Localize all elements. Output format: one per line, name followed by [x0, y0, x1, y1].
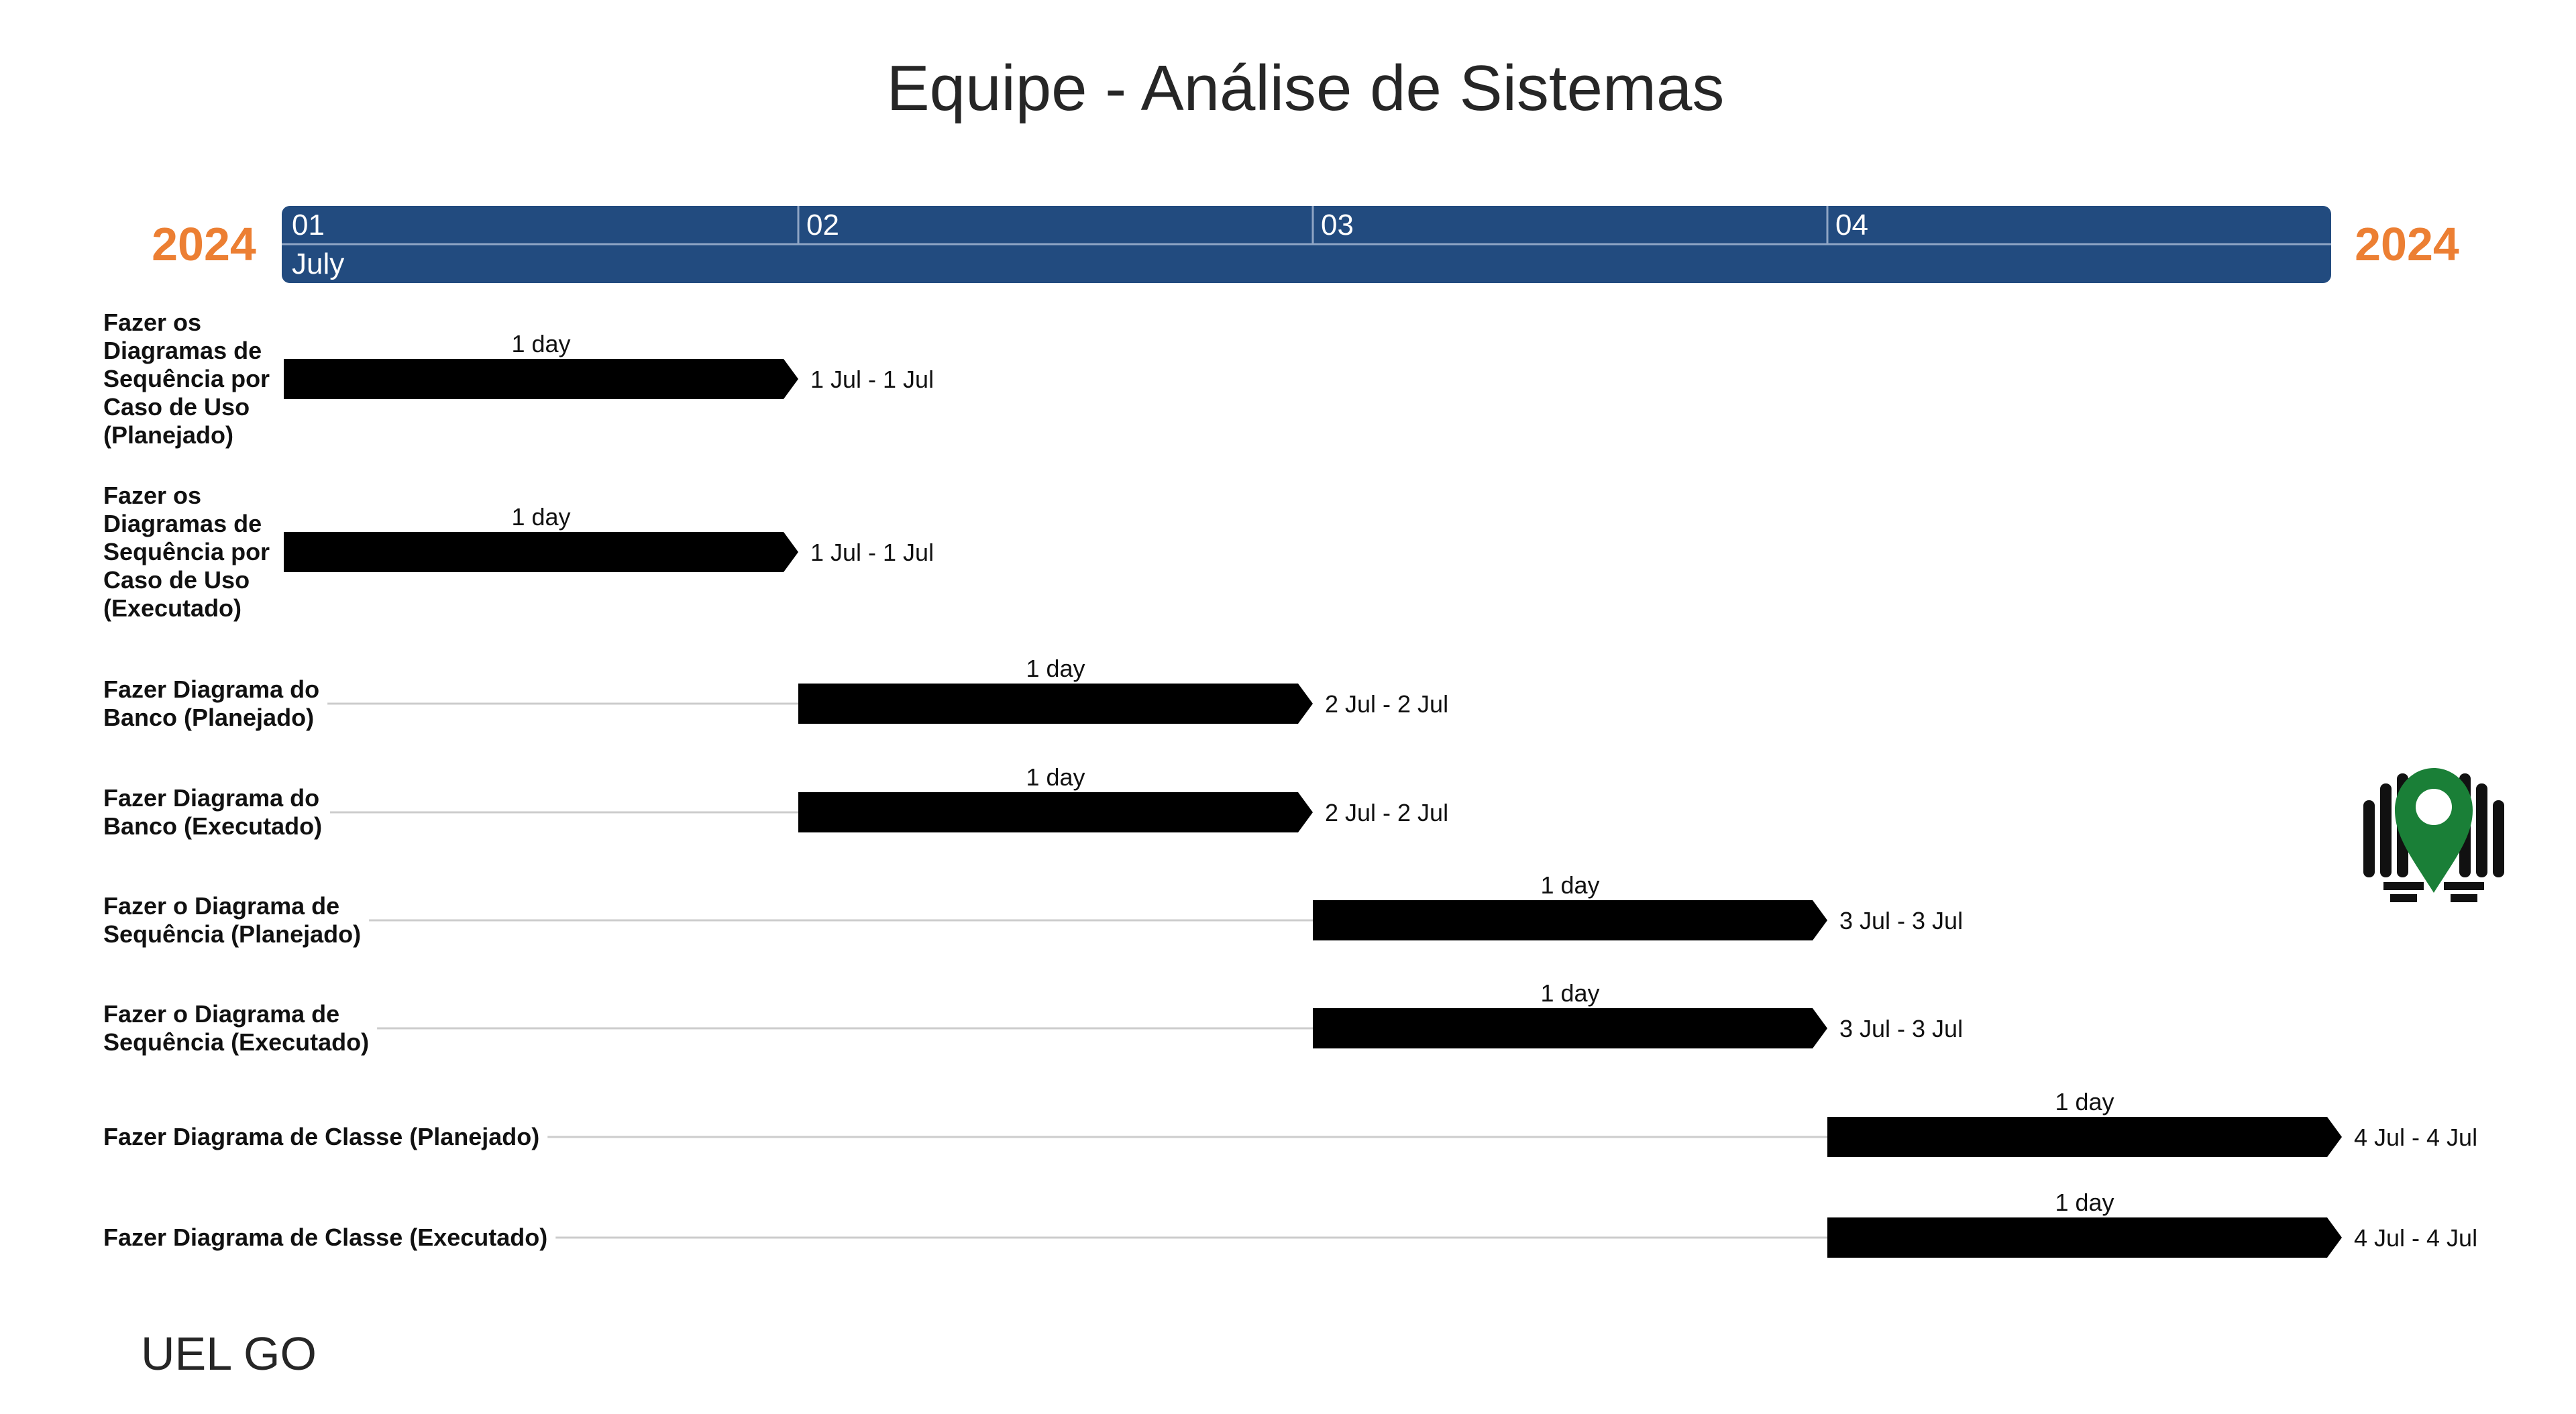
task-label-line: Sequência por [103, 538, 270, 565]
task-bar [1313, 900, 1827, 940]
task-bar [798, 684, 1313, 724]
duration-label: 1 day [1026, 655, 1085, 682]
month-label: July [292, 248, 344, 280]
task-label-line: Caso de Uso [103, 566, 250, 594]
pin-center [2416, 789, 2452, 825]
task-bar [284, 532, 798, 572]
task-row: Fazer Diagrama de Classe (Planejado) 1 da… [103, 1088, 2477, 1157]
date-range-label: 2 Jul - 2 Jul [1325, 799, 1448, 826]
task-label-line: Banco (Executado) [103, 812, 322, 840]
task-label-line: Fazer Diagrama de Classe (Planejado) [103, 1123, 539, 1150]
task-label-line: Fazer os [103, 309, 201, 336]
day-label: 03 [1321, 209, 1354, 241]
duration-label: 1 day [1540, 871, 1599, 899]
date-range-label: 1 Jul - 1 Jul [810, 539, 934, 566]
task-label-line: Banco (Planejado) [103, 704, 314, 731]
task-label-line: Fazer Diagrama de Classe (Executado) [103, 1223, 547, 1251]
task-label-line: Diagramas de [103, 337, 262, 364]
day-label: 02 [806, 209, 839, 241]
task-bar [1827, 1117, 2342, 1157]
footer-label: UEL GO [141, 1327, 317, 1380]
task-label-line: Fazer o Diagrama de [103, 1000, 339, 1028]
duration-label: 1 day [2055, 1189, 2114, 1216]
task-label-line: (Executado) [103, 594, 241, 622]
task-label-line: Fazer o Diagrama de [103, 892, 339, 920]
task-label-line: Sequência (Planejado) [103, 920, 361, 948]
task-label: Fazer Diagrama de Classe (Planejado) [103, 1123, 539, 1150]
task-label: Fazer Diagrama de Classe (Executado) [103, 1223, 547, 1251]
task-bar [798, 792, 1313, 832]
task-label-line: Sequência (Executado) [103, 1028, 369, 1056]
duration-label: 1 day [1540, 979, 1599, 1007]
chart-title: Equipe - Análise de Sistemas [887, 52, 1725, 124]
date-range-label: 1 Jul - 1 Jul [810, 366, 934, 393]
location-pin-icon [2395, 768, 2473, 893]
task-bar [1313, 1008, 1827, 1048]
task-label-line: Fazer Diagrama do [103, 784, 319, 812]
duration-label: 1 day [511, 503, 570, 531]
timescale-header: 01 02 03 04 July [282, 206, 2331, 283]
task-label-line: Caso de Uso [103, 393, 250, 421]
logo [2363, 768, 2504, 902]
date-range-label: 3 Jul - 3 Jul [1839, 907, 1963, 934]
year-left: 2024 [152, 218, 256, 270]
duration-label: 1 day [2055, 1088, 2114, 1116]
task-label-line: Fazer Diagrama do [103, 675, 319, 703]
task-label-line: Fazer os [103, 482, 201, 509]
day-label: 04 [1835, 209, 1868, 241]
date-range-label: 4 Jul - 4 Jul [2354, 1224, 2477, 1252]
task-label-line: Sequência por [103, 365, 270, 392]
year-right: 2024 [2355, 218, 2459, 270]
task-label-line: (Planejado) [103, 421, 233, 449]
duration-label: 1 day [511, 330, 570, 358]
task-bar [1827, 1217, 2342, 1258]
task-bar [284, 359, 798, 399]
date-range-label: 3 Jul - 3 Jul [1839, 1015, 1963, 1042]
task-row: Fazer Diagrama de Classe (Executado) 1 da… [103, 1189, 2477, 1258]
task-label-line: Diagramas de [103, 510, 262, 537]
date-range-label: 2 Jul - 2 Jul [1325, 690, 1448, 718]
date-range-label: 4 Jul - 4 Jul [2354, 1124, 2477, 1151]
duration-label: 1 day [1026, 763, 1085, 791]
day-label: 01 [292, 209, 325, 241]
